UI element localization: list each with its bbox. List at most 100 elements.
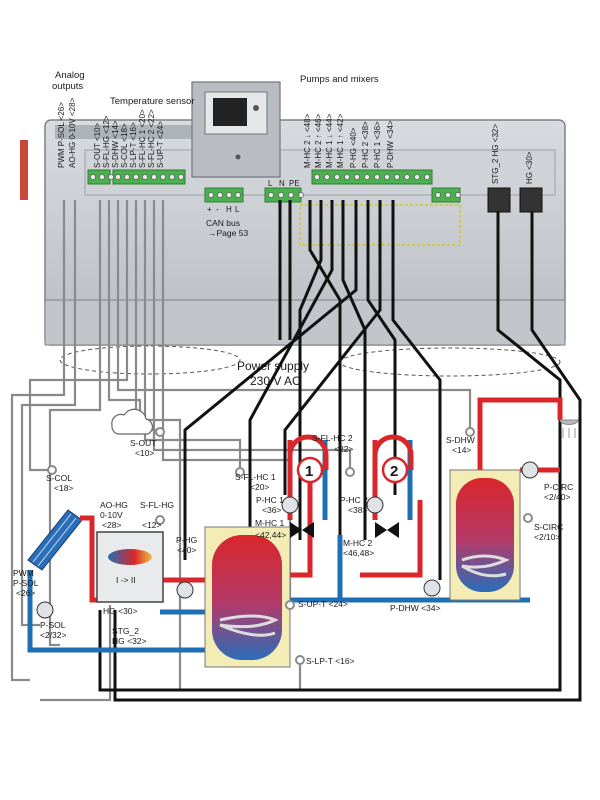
- terminal-screw: [142, 174, 148, 180]
- pump-p-hc2: [366, 496, 384, 514]
- label-s-col: S-COL: [46, 473, 72, 483]
- dhw-tank[interactable]: [449, 469, 521, 601]
- label-s-out: S-OUT: [130, 438, 156, 448]
- heat-generator: I -> II: [96, 531, 164, 603]
- label-stg-2: STG_2: [112, 626, 139, 636]
- terminal-screw: [314, 174, 320, 180]
- term-m-hc2-down: M-HC 2 ↓ <48>: [303, 113, 312, 168]
- label-s-fl-hc1: S-FL-HC 1: [235, 472, 276, 482]
- mains-pe: PE: [289, 179, 300, 188]
- terminal-screw: [133, 174, 139, 180]
- pumps-mixers-header: Pumps and mixers: [300, 74, 379, 85]
- label-s-up-t: S-UP-T <24>: [298, 599, 348, 609]
- terminal-screw: [435, 192, 441, 198]
- term-s-lp-t: S-LP-T <16>: [129, 122, 138, 168]
- pump-p-hg: [176, 581, 194, 599]
- svg-text:2: 2: [390, 463, 398, 480]
- buffer-tank[interactable]: [204, 526, 291, 668]
- terminal-screw: [90, 174, 96, 180]
- terminal-screw: [151, 174, 157, 180]
- label-p-circ-term: <2/40>: [544, 492, 571, 502]
- label-s-dhw: S-DHW: [446, 435, 475, 445]
- boiler-symbol: I -> II: [116, 575, 136, 585]
- terminal-screw: [364, 174, 370, 180]
- sensor-s-lp-t: [295, 655, 305, 665]
- term-s-dhw: S-DHW <14>: [111, 120, 120, 168]
- control-unit[interactable]: [191, 81, 281, 178]
- solar-collector: [27, 509, 83, 571]
- label-s-fl-hc1-term: <20>: [250, 482, 269, 492]
- label-hg-30: HG <30>: [103, 606, 138, 616]
- sensor-s-up-t: [285, 600, 295, 610]
- term-p-dhw: P-DHW <34>: [386, 120, 395, 168]
- term-p-hc1: P-HC 1 <36>: [373, 121, 382, 168]
- label-ao-hg-range: 0-10V: [100, 510, 123, 520]
- heating-loops: [287, 434, 414, 470]
- label-s-circ-term: <2/10>: [534, 532, 561, 542]
- can-bus-label: CAN bus: [206, 218, 240, 228]
- sensor-s-out: [155, 427, 165, 437]
- terminal-screw: [445, 192, 451, 198]
- terminal-screw: [414, 174, 420, 180]
- term-s-col: S-COL <18>: [120, 123, 129, 168]
- pump-wires: [98, 200, 582, 702]
- terminal-screw: [235, 192, 241, 198]
- label-p-dhw: P-DHW <34>: [390, 603, 441, 613]
- term-pwm-p-sol: PWM P-SOL <26>: [57, 102, 66, 168]
- label-m-hc2-term: <46,48>: [343, 548, 374, 558]
- label-p-hc1: P-HC 1: [256, 495, 284, 505]
- stg-terminals: [487, 187, 543, 213]
- pump-p-hc1: [281, 496, 299, 514]
- label-pwm: PWM: [13, 568, 34, 578]
- power-supply-label: Power supply: [237, 359, 309, 373]
- sensor-s-fl-hc2: [345, 467, 355, 477]
- terminal-screw: [208, 192, 214, 198]
- pump-p-dhw: [423, 579, 441, 597]
- label-s-col-term: <18>: [54, 483, 73, 493]
- label-s-lp-t: S-LP-T <16>: [306, 656, 355, 666]
- term-m-hc1-up: M-HC 1 ↑ <42>: [336, 113, 345, 168]
- terminal-screw: [374, 174, 380, 180]
- sensor-s-fl-hc1: [235, 467, 245, 477]
- term-m-hc1-down: M-HC 1 ↓ <44>: [325, 113, 334, 168]
- terminal-screw: [394, 174, 400, 180]
- analog-outputs-line1: Analog: [55, 70, 85, 81]
- label-p-hc2: P-HC 2: [340, 495, 368, 505]
- term-m-hc2-up: M-HC 2 ↑ <46>: [314, 113, 323, 168]
- pump-p-circ: [521, 461, 539, 479]
- label-pwm-term: <26>: [16, 588, 35, 598]
- analog-outputs-line2: outputs: [52, 81, 83, 92]
- label-p-sol: P-SOL: [40, 620, 66, 630]
- terminal-screw: [354, 174, 360, 180]
- cloud-icon: [111, 408, 154, 435]
- terminal-screw: [384, 174, 390, 180]
- label-m-hc2: M-HC 2: [343, 538, 373, 548]
- label-s-dhw-term: <14>: [452, 445, 471, 455]
- power-supply-voltage: 230 V AC: [250, 374, 301, 388]
- terminal-screw: [169, 174, 175, 180]
- can-terminals: [204, 187, 244, 203]
- component-labels: S-OUT <10> S-COL <18> PWM P-SOL <26> P-S…: [13, 433, 573, 666]
- term-p-hc2: P-HC 2 <38>: [361, 121, 370, 168]
- label-p-hc1-term: <36>: [262, 505, 281, 515]
- can-minus: -: [216, 205, 219, 214]
- label-pwm-p-sol: P-SOL: [13, 578, 39, 588]
- shower-head-icon: [559, 419, 579, 438]
- term-s-up-t: S-UP-T <24>: [156, 121, 165, 168]
- mixer-hc2: [375, 522, 399, 538]
- label-stg-2-term: HG <32>: [112, 636, 147, 646]
- label-p-sol-term: <2/32>: [40, 630, 67, 640]
- terminal-screw: [226, 192, 232, 198]
- sensor-s-col: [47, 465, 57, 475]
- pump-p-sol: [36, 601, 54, 619]
- mains-l: L: [268, 179, 273, 188]
- term-hg: HG <30>: [525, 151, 534, 184]
- terminal-screw: [217, 192, 223, 198]
- term-s-fl-hg: S-FL-HG <12>: [102, 115, 111, 168]
- sensor-s-dhw: [465, 427, 475, 437]
- label-p-hg-term: <40>: [177, 545, 196, 555]
- temperature-sensor-header: Temperature sensor: [110, 96, 194, 107]
- label-p-hg: P-HG: [176, 535, 197, 545]
- term-p-hg: P-HG <40>: [349, 127, 358, 168]
